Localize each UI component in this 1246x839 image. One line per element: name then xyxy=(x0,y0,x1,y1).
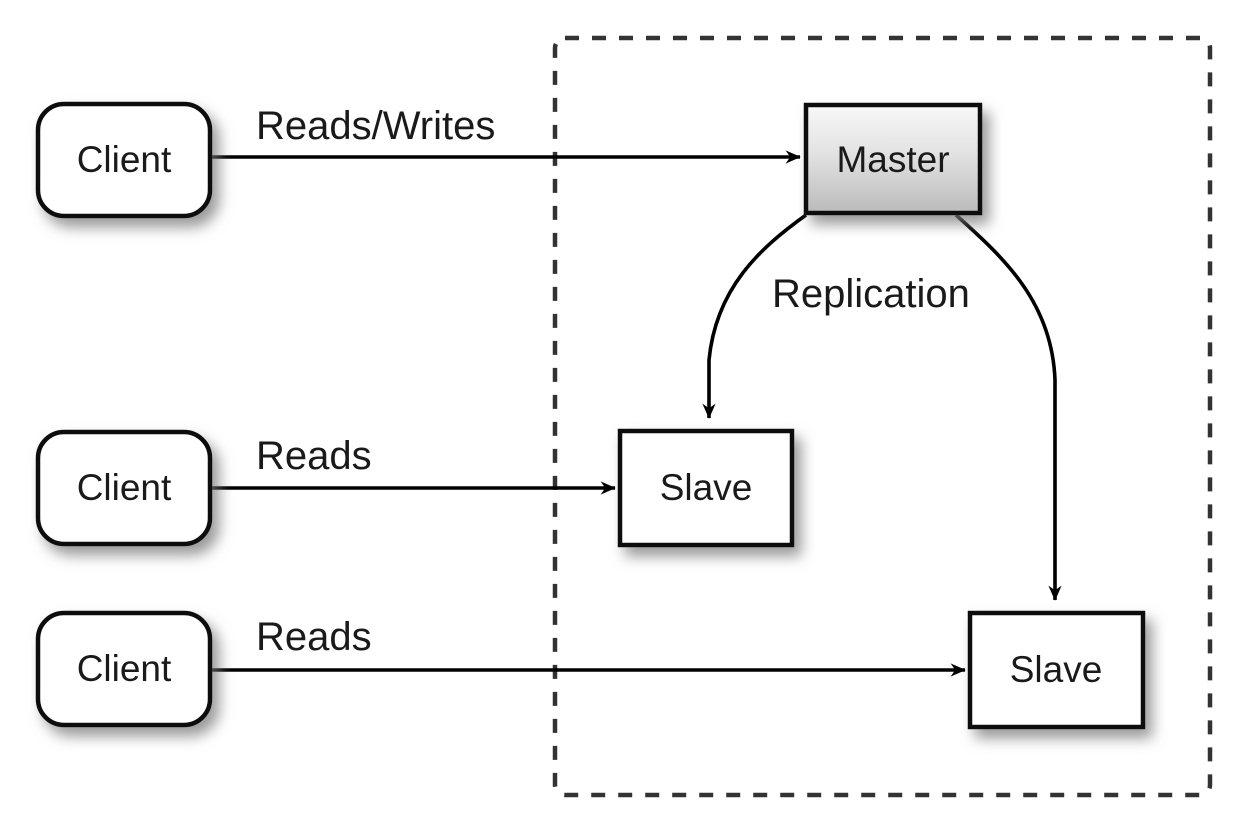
node-client-3[interactable]: Client xyxy=(35,610,213,728)
edge-label-reads-slave1: Reads xyxy=(256,434,372,478)
node-slave-1[interactable]: Slave xyxy=(617,428,795,548)
client-3-label: Client xyxy=(77,648,172,689)
edge-master-slave2-curve xyxy=(954,213,1062,601)
client-2-label: Client xyxy=(77,467,172,508)
master-shape xyxy=(803,102,983,216)
edge-master-slave1-curve xyxy=(702,213,808,419)
client-2-shape xyxy=(35,429,213,547)
edge-label-reads-slave2: Reads xyxy=(256,615,372,659)
client-3-shape xyxy=(35,610,213,728)
slave-1-label: Slave xyxy=(660,467,753,508)
client-1-shape xyxy=(35,101,213,219)
master-label: Master xyxy=(836,139,949,180)
edge-label-reads-writes: Reads/Writes xyxy=(256,104,495,148)
node-client-1[interactable]: Client xyxy=(35,101,213,219)
client-1-label: Client xyxy=(77,139,172,180)
node-client-2[interactable]: Client xyxy=(35,429,213,547)
node-slave-2[interactable]: Slave xyxy=(967,610,1146,730)
slave-2-shape xyxy=(967,610,1146,730)
node-master[interactable]: Master xyxy=(803,102,983,216)
slave-2-label: Slave xyxy=(1010,649,1103,690)
slave-1-shape xyxy=(617,428,795,548)
edge-label-replication: Replication xyxy=(772,272,970,316)
